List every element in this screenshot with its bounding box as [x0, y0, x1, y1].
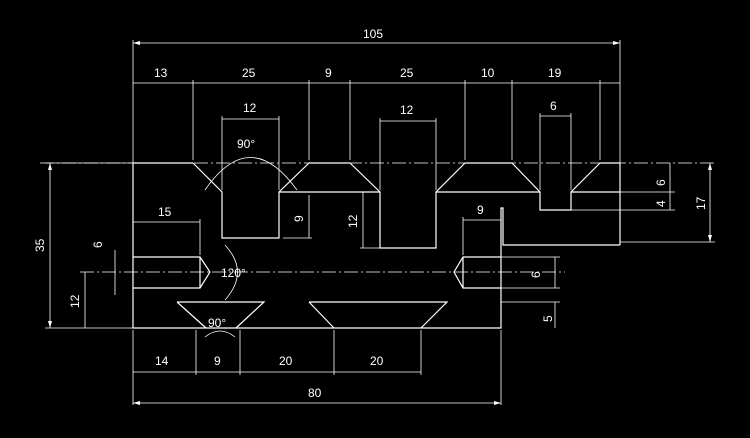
dim-25b: 25 — [400, 66, 414, 80]
dimension-lines — [45, 40, 715, 405]
dim-hole-15: 15 — [158, 205, 172, 219]
dim-bottom-9: 9 — [214, 354, 221, 368]
dim-depth-12: 12 — [346, 214, 360, 228]
dim-right-9: 9 — [477, 203, 484, 217]
dim-right-4: 4 — [654, 200, 668, 207]
center-lines — [40, 162, 715, 273]
dim-left-12: 12 — [68, 294, 82, 308]
dim-angle-90-bottom: 90° — [208, 316, 226, 330]
dim-6-groove: 6 — [550, 99, 557, 113]
dim-19: 19 — [548, 66, 562, 80]
dim-right-6-top: 6 — [654, 179, 668, 186]
dim-left-6: 6 — [91, 241, 105, 248]
dim-bottom-20b: 20 — [370, 354, 384, 368]
dim-12a: 12 — [243, 101, 257, 115]
dim-25a: 25 — [242, 66, 256, 80]
dim-9: 9 — [325, 66, 332, 80]
dim-bottom-20a: 20 — [279, 354, 293, 368]
dim-105: 105 — [363, 27, 383, 41]
part-outline — [132, 157, 621, 338]
dim-left-35: 35 — [33, 238, 47, 252]
dim-angle-120: 120° — [221, 266, 246, 280]
dim-angle-90-top: 90° — [237, 137, 255, 151]
dimension-labels: 105 13 25 9 25 10 19 12 12 6 90° 9 12 9 … — [33, 27, 708, 400]
dim-13: 13 — [154, 66, 168, 80]
dim-depth-9: 9 — [292, 215, 306, 222]
dim-10: 10 — [481, 66, 495, 80]
dim-right-6-hole: 6 — [529, 271, 543, 278]
dim-right-5: 5 — [541, 315, 555, 322]
dim-overall-80: 80 — [308, 386, 322, 400]
dim-bottom-14: 14 — [155, 354, 169, 368]
dim-12b: 12 — [400, 103, 414, 117]
dim-right-17: 17 — [694, 196, 708, 210]
